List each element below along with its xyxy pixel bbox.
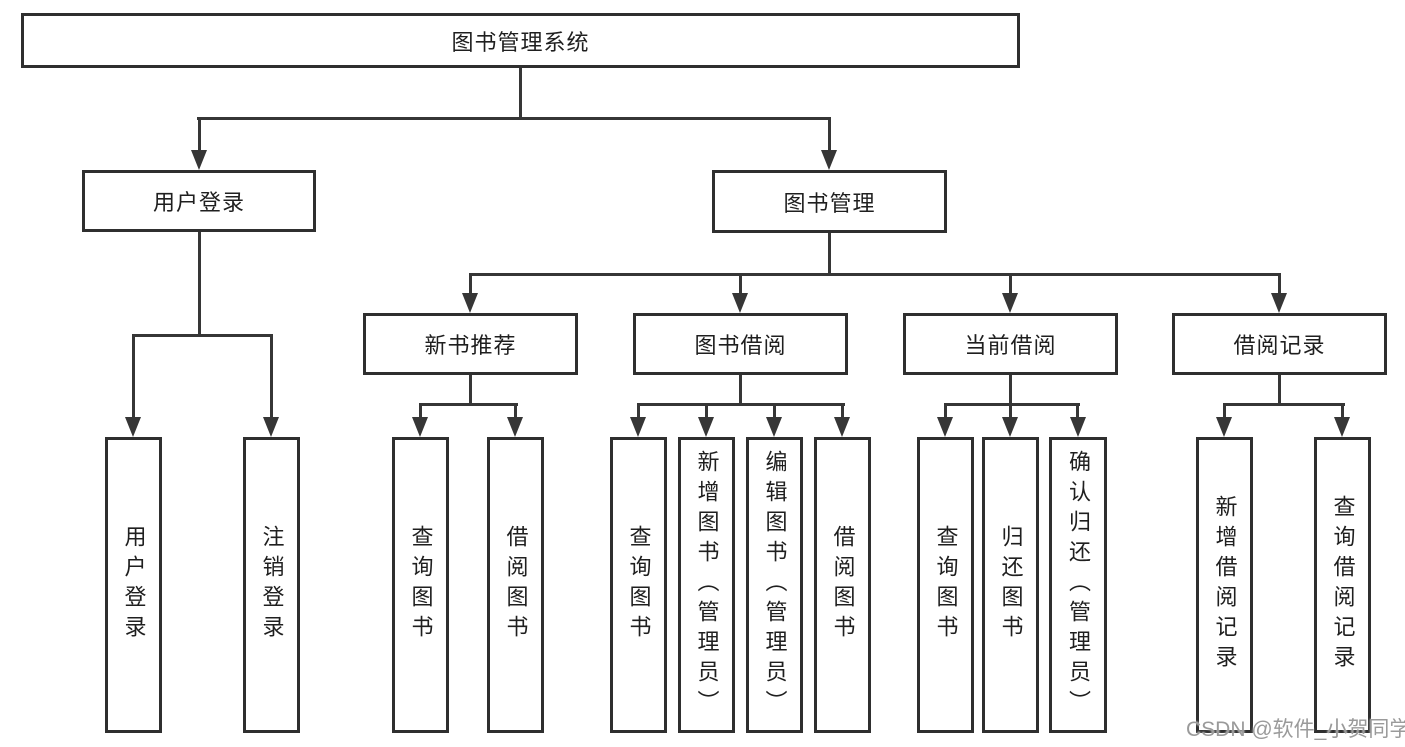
arrow-down-icon [1334, 417, 1350, 437]
leaf-logout: 注销登录 [243, 437, 300, 733]
arrow-down-icon [462, 293, 478, 313]
connector-vertical [1009, 375, 1012, 406]
connector-stub [1076, 403, 1079, 419]
leaf-label: 查询图书 [408, 525, 434, 645]
connector-vertical [1278, 375, 1281, 406]
connector-stub [841, 403, 844, 419]
connector-root-vertical [519, 68, 522, 117]
node-root-label: 图书管理系统 [451, 29, 590, 55]
leaf-label: 新增图书（管理员） [694, 450, 720, 720]
connector-stub [828, 117, 831, 152]
leaf-borrow-books: 借阅图书 [814, 437, 871, 733]
connector-stub [1223, 403, 1226, 419]
node-new-book-recommend-label: 新书推荐 [424, 333, 517, 358]
leaf-query-books-recommend: 查询图书 [392, 437, 449, 733]
leaf-user-login: 用户登录 [105, 437, 162, 733]
leaf-confirm-return-admin: 确认归还（管理员） [1049, 437, 1107, 733]
leaf-borrow-books-recommend: 借阅图书 [487, 437, 544, 733]
connector-horizontal [132, 334, 273, 337]
arrow-down-icon [732, 293, 748, 313]
node-book-borrow: 图书借阅 [633, 313, 848, 375]
connector-horizontal [419, 403, 518, 406]
leaf-label: 编辑图书（管理员） [762, 450, 788, 720]
arrow-down-icon [1002, 417, 1018, 437]
connector-stub [1009, 273, 1012, 295]
connector-stub [132, 334, 135, 419]
arrow-down-icon [1070, 417, 1086, 437]
connector-vertical [198, 232, 201, 337]
connector-stub [705, 403, 708, 419]
connector-stub [739, 273, 742, 295]
connector-horizontal [637, 403, 845, 406]
leaf-label: 查询图书 [933, 525, 959, 645]
connector-stub [773, 403, 776, 419]
node-current-borrow: 当前借阅 [903, 313, 1118, 375]
arrow-down-icon [937, 417, 953, 437]
connector-stub [419, 403, 422, 419]
arrow-down-icon [1271, 293, 1287, 313]
leaf-label: 注销登录 [259, 525, 285, 645]
arrow-down-icon [412, 417, 428, 437]
connector-stub [1009, 403, 1012, 419]
arrow-down-icon [263, 417, 279, 437]
leaf-label: 借阅图书 [830, 525, 856, 645]
leaf-query-books-current: 查询图书 [917, 437, 974, 733]
arrow-down-icon [630, 417, 646, 437]
node-user-login-label: 用户登录 [152, 190, 245, 215]
arrow-down-icon [125, 417, 141, 437]
node-borrow-record: 借阅记录 [1172, 313, 1387, 375]
connector-horizontal [1223, 403, 1345, 406]
connector-stub [1278, 273, 1281, 295]
node-current-borrow-label: 当前借阅 [964, 333, 1057, 358]
node-borrow-record-label: 借阅记录 [1233, 333, 1326, 358]
connector-vertical [469, 375, 472, 406]
leaf-label: 新增借阅记录 [1212, 495, 1238, 675]
connector-stub [514, 403, 517, 419]
connector-root-horizontal [197, 117, 831, 120]
leaf-label: 归还图书 [998, 525, 1024, 645]
connector-horizontal [944, 403, 1080, 406]
connector-stub [270, 334, 273, 419]
arrow-down-icon [1216, 417, 1232, 437]
connector-horizontal [469, 273, 1281, 276]
leaf-return-books: 归还图书 [982, 437, 1039, 733]
node-book-management: 图书管理 [712, 170, 947, 233]
node-book-borrow-label: 图书借阅 [694, 333, 787, 358]
leaf-edit-books-admin: 编辑图书（管理员） [746, 437, 803, 733]
leaf-add-books-admin: 新增图书（管理员） [678, 437, 735, 733]
csdn-watermark: CSDN @软件_小贺同学 [1186, 718, 1405, 741]
arrow-down-icon [507, 417, 523, 437]
node-root: 图书管理系统 [21, 13, 1020, 68]
connector-stub [944, 403, 947, 419]
leaf-label: 用户登录 [121, 525, 147, 645]
arrow-down-icon [698, 417, 714, 437]
leaf-label: 查询图书 [626, 525, 652, 645]
arrow-down-icon [821, 150, 837, 170]
leaf-label: 查询借阅记录 [1330, 495, 1356, 675]
arrow-down-icon [766, 417, 782, 437]
connector-stub [198, 117, 201, 152]
connector-stub [1341, 403, 1344, 419]
arrow-down-icon [191, 150, 207, 170]
connector-stub [637, 403, 640, 419]
node-book-management-label: 图书管理 [783, 190, 876, 216]
arrow-down-icon [834, 417, 850, 437]
node-user-login: 用户登录 [82, 170, 316, 232]
leaf-query-borrow-record: 查询借阅记录 [1314, 437, 1371, 733]
arrow-down-icon [1002, 293, 1018, 313]
connector-stub [469, 273, 472, 295]
leaf-label: 确认归还（管理员） [1066, 450, 1091, 720]
connector-vertical [739, 375, 742, 406]
node-new-book-recommend: 新书推荐 [363, 313, 578, 375]
connector-vertical [828, 233, 831, 275]
leaf-add-borrow-record: 新增借阅记录 [1196, 437, 1253, 733]
leaf-label: 借阅图书 [503, 525, 529, 645]
leaf-query-books-borrow: 查询图书 [610, 437, 667, 733]
